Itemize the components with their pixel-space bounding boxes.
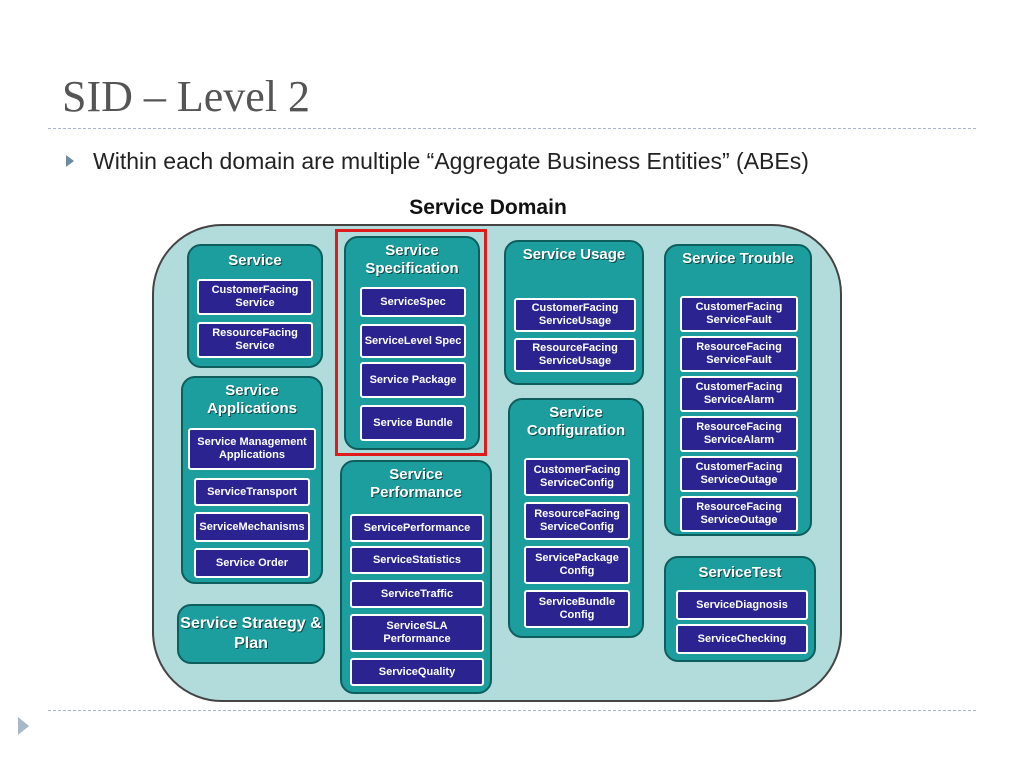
entity-box: ServiceChecking [676,624,808,654]
entity-box: CustomerFacing ServiceFault [680,296,798,332]
group-service-usage: Service Usage CustomerFacing ServiceUsag… [504,240,644,385]
entity-box: ServiceLevel Spec [360,324,466,358]
entity-box: ServiceSLA Performance [350,614,484,652]
entity-box: ResourceFacing ServiceOutage [680,496,798,532]
entity-box: ServiceMechanisms [194,512,310,542]
highlight-frame [335,229,487,456]
entity-box: ServiceDiagnosis [676,590,808,620]
entity-box: CustomerFacing ServiceOutage [680,456,798,492]
group-service-configuration: Service Configuration CustomerFacing Ser… [508,398,644,638]
group-service-specification: Service Specification ServiceSpec Servic… [344,236,480,450]
slide-nav-arrow-icon[interactable] [18,717,29,735]
entity-box: Service Management Applications [188,428,316,470]
group-service-test: ServiceTest ServiceDiagnosis ServiceChec… [664,556,816,662]
group-service-trouble: Service Trouble CustomerFacing ServiceFa… [664,244,812,536]
entity-box: Service Order [194,548,310,578]
entity-box: ServicePerformance [350,514,484,542]
group-title: Service Trouble [682,250,794,267]
entity-box: Service Package [360,362,466,398]
group-title: Service [228,252,282,269]
slide-title: SID – Level 2 [62,72,311,121]
group-title: Service Usage [522,246,626,263]
entity-box: CustomerFacing ServiceAlarm [680,376,798,412]
entity-box: ResourceFacing ServiceUsage [514,338,636,372]
entity-box: ResourceFacing ServiceFault [680,336,798,372]
entity-box: ServiceTraffic [350,580,484,608]
entity-box: Service Bundle [360,405,466,441]
entity-box: ServiceTransport [194,478,310,506]
entity-box: CustomerFacing Service [197,279,313,315]
group-title: Service Configuration [526,404,626,439]
group-title: ServiceTest [698,564,782,581]
bullet-arrow-icon [66,155,74,167]
group-service-strategy-plan: Service Strategy & Plan [177,604,325,664]
group-title: Service Applications [206,382,297,417]
entity-box: CustomerFacing ServiceConfig [524,458,630,496]
group-service: Service CustomerFacing Service ResourceF… [187,244,323,368]
entity-box: ServiceSpec [360,287,466,317]
entity-box: ResourceFacing ServiceAlarm [680,416,798,452]
group-service-performance: Service Performance ServicePerformance S… [340,460,492,694]
entity-box: ResourceFacing ServiceConfig [524,502,630,540]
entity-box: CustomerFacing ServiceUsage [514,298,636,332]
group-service-applications: Service Applications Service Management … [181,376,323,584]
entity-box: ServiceStatistics [350,546,484,574]
entity-box: ServicePackage Config [524,546,630,584]
group-title: Service Strategy & Plan [180,615,322,652]
diagram-caption: Service Domain [409,196,567,219]
group-title: Service Performance [370,466,462,501]
group-title: Service Specification [365,242,459,277]
bullet-text: Within each domain are multiple “Aggrega… [93,148,809,174]
entity-box: ResourceFacing Service [197,322,313,358]
footer-divider [48,710,976,711]
title-divider [48,128,976,129]
entity-box: ServiceQuality [350,658,484,686]
entity-box: ServiceBundle Config [524,590,630,628]
